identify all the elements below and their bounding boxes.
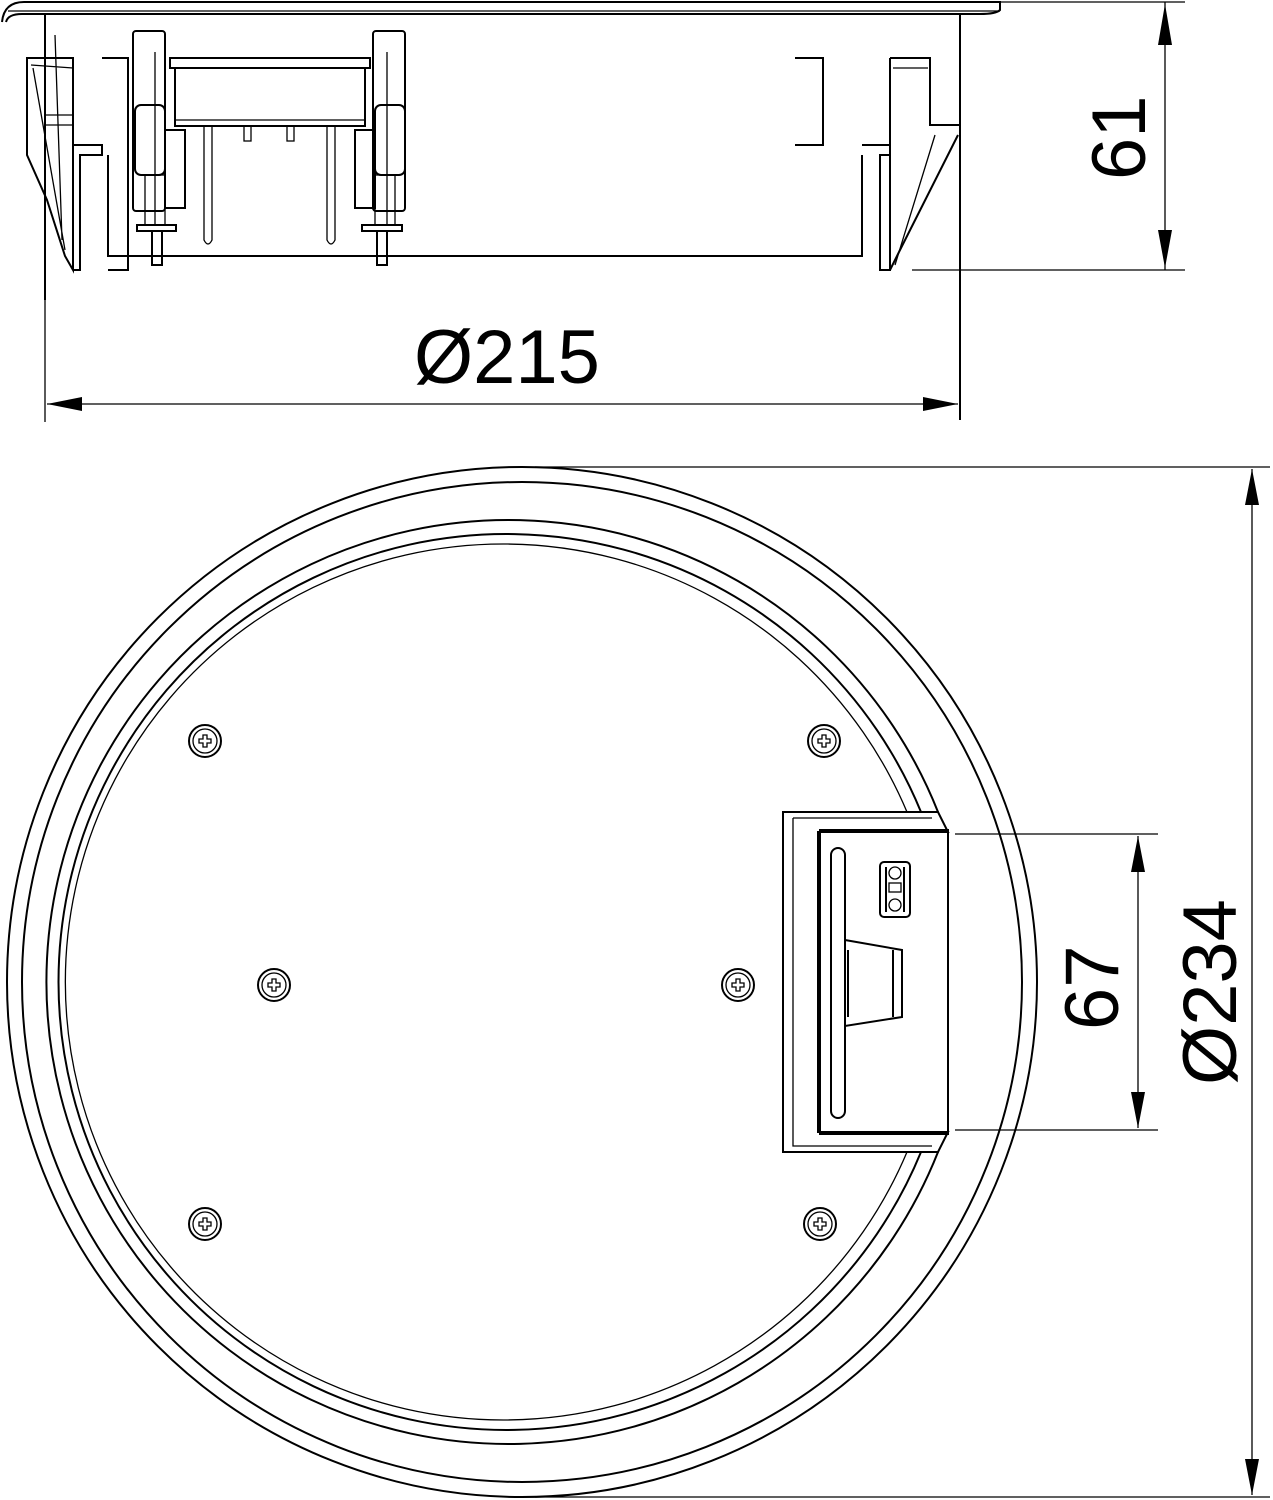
screws: [188, 724, 841, 1241]
cable-outlet-frame: [782, 811, 950, 1153]
screw-icon: [188, 724, 222, 758]
top-view: 67 Ø234: [6, 466, 1270, 1498]
left-fin: [26, 57, 74, 274]
right-fin: [889, 57, 960, 271]
opening-dimension: 67: [1050, 945, 1135, 1030]
flange-rim: [1, 1, 1001, 23]
top-diameter-dimension: Ø234: [1168, 899, 1253, 1085]
screw-icon: [807, 724, 841, 758]
left-latch: [132, 30, 186, 266]
obo-logo: [879, 861, 911, 918]
screw-icon: [257, 968, 291, 1002]
height-dimension: 61: [1077, 95, 1162, 180]
flap-hinge: [844, 938, 903, 1028]
screw-icon: [721, 968, 755, 1002]
cover-edge: [57, 533, 922, 1431]
prongs: [203, 126, 336, 245]
right-latch: [354, 30, 406, 266]
outer-flange: [6, 466, 1038, 1498]
cable-flap: [819, 829, 949, 1135]
screw-icon: [188, 1207, 222, 1241]
screw-icon: [803, 1207, 837, 1241]
side-diameter-dimension: Ø215: [414, 315, 600, 400]
side-view: 61 Ø215: [1, 1, 1185, 422]
